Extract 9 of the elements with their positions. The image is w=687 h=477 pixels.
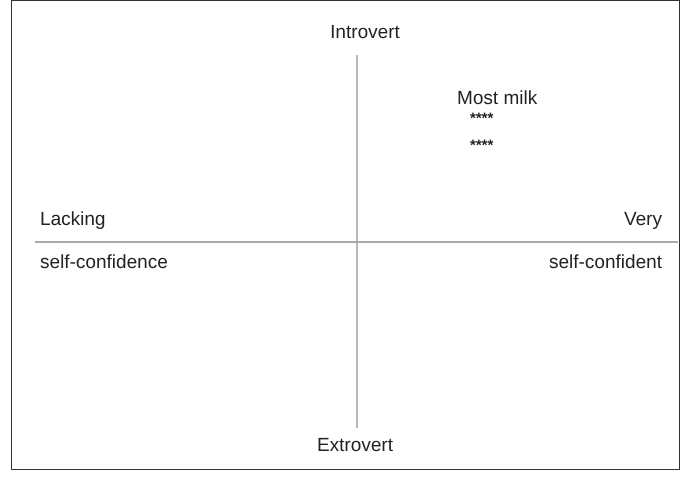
axis-label: Lacking [40, 209, 106, 231]
axis-label: Extrovert [316, 435, 394, 457]
rating-stars: **** [470, 111, 494, 127]
axis-label: Very [624, 209, 662, 231]
axis-label: Introvert [330, 22, 400, 44]
axis-label: self-confident [548, 252, 662, 274]
axis-label: self-confidence [40, 252, 168, 274]
quadrant-label: Most milk [457, 88, 538, 110]
rating-stars: **** [470, 138, 494, 154]
